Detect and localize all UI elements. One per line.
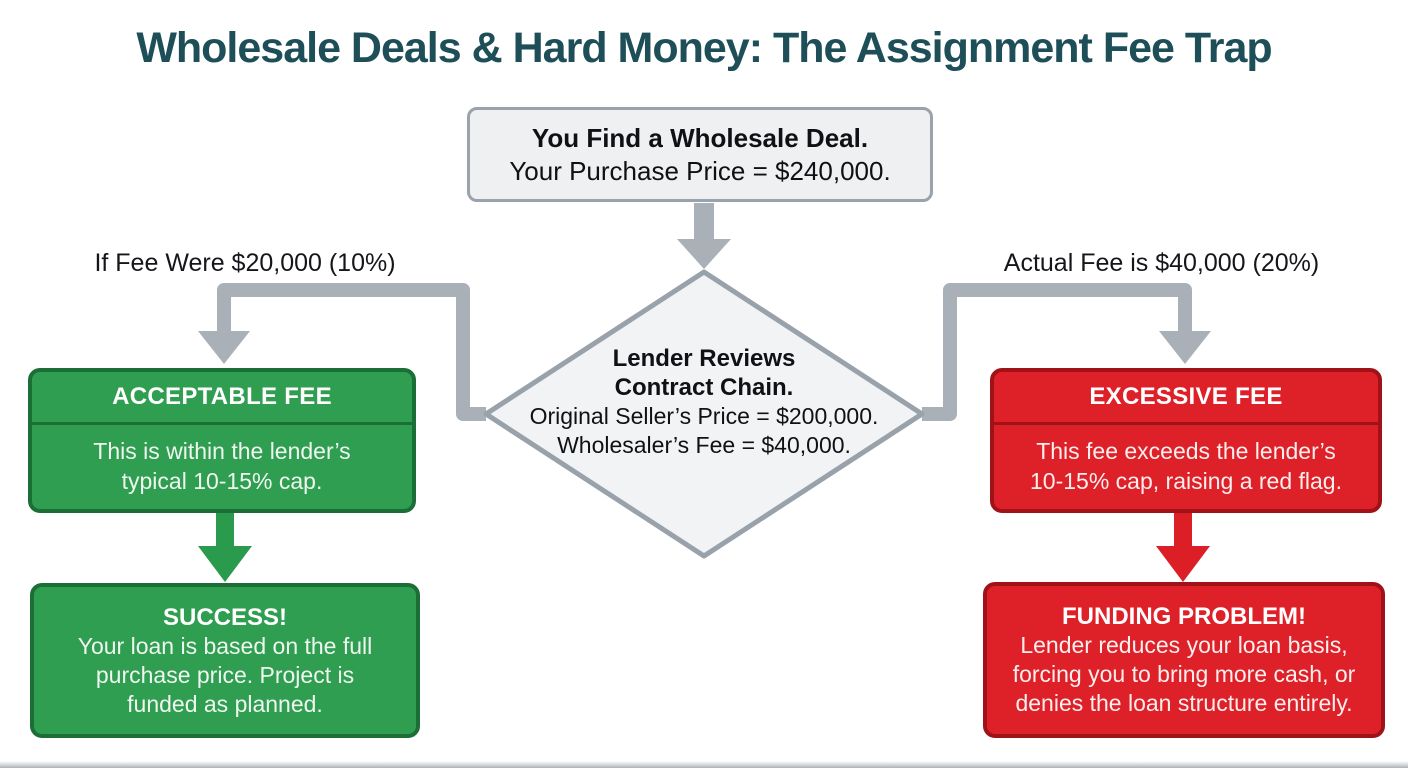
success-body-line2: purchase price. Project is xyxy=(95,662,355,688)
right-branch-label: Actual Fee is $40,000 (20%) xyxy=(1003,249,1320,277)
start-node: You Find a Wholesale Deal. Your Purchase… xyxy=(467,107,933,202)
excessive-fee-body-line1: This fee exceeds the lender’s xyxy=(1036,438,1336,464)
funding-problem-box: FUNDING PROBLEM! Lender reduces your loa… xyxy=(983,582,1385,738)
excessive-fee-body-line2: 10-15% cap, raising a red flag. xyxy=(1030,468,1342,494)
acceptable-fee-body-line1: This is within the lender’s xyxy=(93,438,351,464)
decision-line3: Original Seller’s Price = $200,000. xyxy=(529,403,879,429)
decision-line4: Wholesaler’s Fee = $40,000. xyxy=(557,432,851,458)
success-box: SUCCESS! Your loan is based on the full … xyxy=(30,583,420,738)
success-header: SUCCESS! xyxy=(162,604,288,631)
problem-arrow-line xyxy=(1174,511,1192,548)
success-body-line1: Your loan is based on the full xyxy=(77,633,373,659)
left-branch-label: If Fee Were $20,000 (10%) xyxy=(94,249,396,277)
start-node-line2: Your Purchase Price = $240,000. xyxy=(509,155,891,186)
success-arrow-line xyxy=(216,511,234,548)
acceptable-fee-body: This is within the lender’s typical 10-1… xyxy=(32,425,412,496)
acceptable-fee-box: ACCEPTABLE FEE This is within the lender… xyxy=(28,368,416,513)
top-connector-arrow-icon xyxy=(677,239,731,269)
funding-problem-header: FUNDING PROBLEM! xyxy=(1062,603,1306,630)
excessive-fee-header: EXCESSIVE FEE xyxy=(994,372,1378,425)
start-node-line1: You Find a Wholesale Deal. xyxy=(531,122,869,153)
funding-problem-body-line1: Lender reduces your loan basis, xyxy=(1020,632,1348,658)
success-body-line3: funded as planned. xyxy=(127,691,323,717)
excessive-fee-box: EXCESSIVE FEE This fee exceeds the lende… xyxy=(990,368,1382,513)
problem-arrow-icon xyxy=(1156,546,1210,582)
top-connector-line xyxy=(694,203,714,241)
bottom-edge-strip xyxy=(0,761,1408,768)
success-arrow-icon xyxy=(198,546,252,582)
acceptable-fee-body-line2: typical 10-15% cap. xyxy=(121,468,323,494)
left-connector-arrow-icon xyxy=(198,331,250,364)
right-connector-arrow-icon xyxy=(1159,331,1211,364)
decision-diamond-text: Lender Reviews Contract Chain. Original … xyxy=(494,344,914,460)
page-title: Wholesale Deals & Hard Money: The Assign… xyxy=(136,24,1272,72)
funding-problem-body-line2: forcing you to bring more cash, or xyxy=(1012,661,1356,687)
acceptable-fee-header: ACCEPTABLE FEE xyxy=(32,372,412,425)
decision-line2: Contract Chain. xyxy=(614,374,794,401)
excessive-fee-body: This fee exceeds the lender’s 10-15% cap… xyxy=(994,425,1378,496)
funding-problem-body-line3: denies the loan structure entirely. xyxy=(1015,690,1353,716)
decision-line1: Lender Reviews xyxy=(612,345,796,372)
